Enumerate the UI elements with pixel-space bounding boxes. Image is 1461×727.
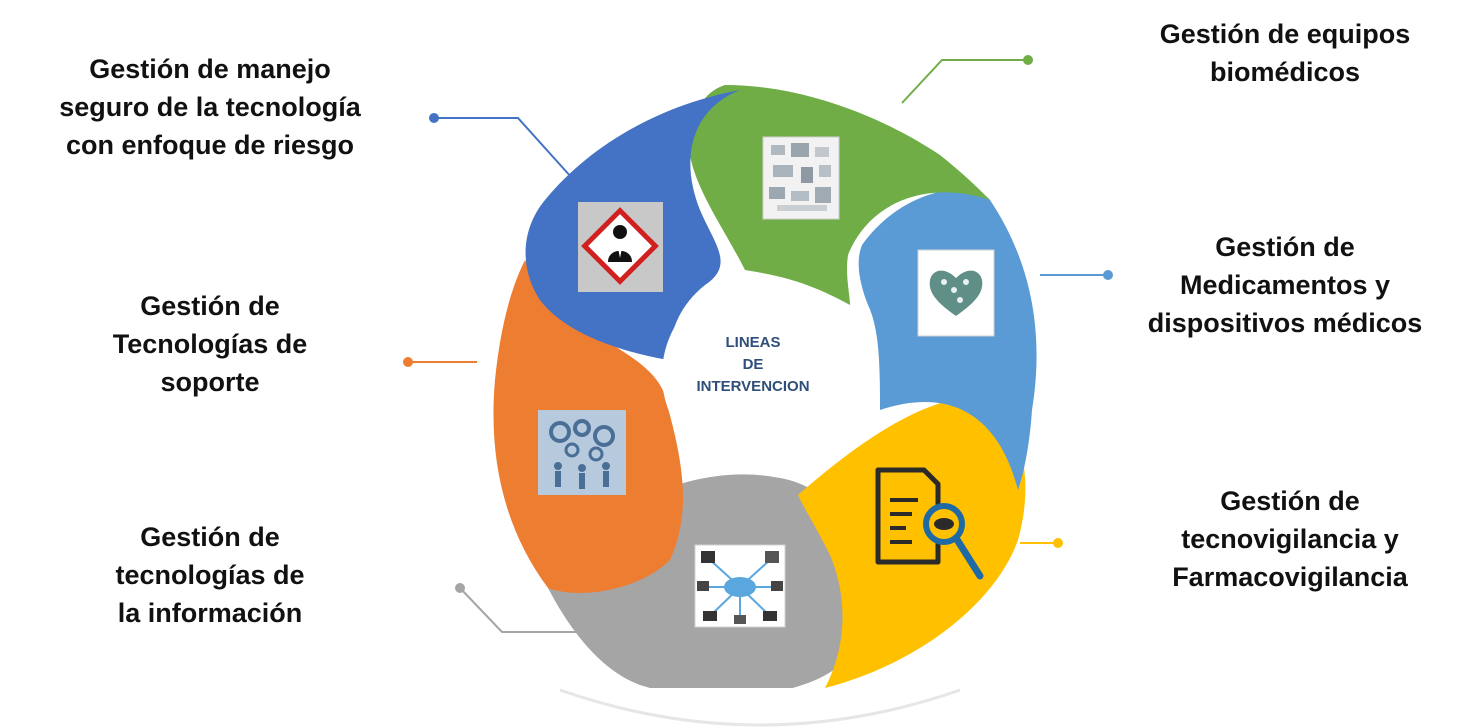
center-title: LINEAS DE INTERVENCION <box>668 332 838 398</box>
label-medicamentos: Gestión de Medicamentos y dispositivos m… <box>1110 228 1460 342</box>
connector-riesgo <box>429 113 573 179</box>
label-informacion: Gestión de tecnologías de la información <box>60 518 360 632</box>
label-soporte-line-2: Tecnologías de <box>112 329 308 359</box>
label-vigilancia-line-1: Gestión de <box>1220 486 1360 516</box>
connector-vigilancia <box>1020 538 1063 548</box>
label-equipos: Gestión de equipos biomédicos <box>1110 15 1460 91</box>
connector-soporte <box>403 357 477 367</box>
center-line-2: DE <box>742 356 764 373</box>
label-riesgo-line-2: seguro de la tecnología <box>59 92 361 122</box>
label-equipos-line-1: Gestión de equipos <box>1159 19 1411 49</box>
document-magnifier-icon <box>875 467 984 580</box>
label-soporte-line-3: soporte <box>160 367 260 397</box>
label-medicamentos-line-1: Gestión de <box>1215 232 1355 262</box>
medical-equipment-icon <box>762 136 840 220</box>
heart-collage-icon <box>917 249 995 337</box>
label-vigilancia: Gestión de tecnovigilancia y Farmacovigi… <box>1120 482 1460 596</box>
label-vigilancia-line-3: Farmacovigilancia <box>1172 562 1408 592</box>
network-icon <box>694 544 786 628</box>
connector-medicamentos <box>1040 270 1113 280</box>
label-informacion-line-3: la información <box>117 598 303 628</box>
gears-people-icon <box>538 410 626 495</box>
label-riesgo: Gestión de manejo seguro de la tecnologí… <box>20 50 400 164</box>
center-line-1: LINEAS <box>725 334 781 351</box>
watermark-arc <box>559 688 961 727</box>
center-circle <box>662 277 858 473</box>
label-informacion-line-1: Gestión de <box>140 522 280 552</box>
label-informacion-line-2: tecnologías de <box>115 560 305 590</box>
center-line-3: INTERVENCION <box>696 378 810 395</box>
label-riesgo-line-1: Gestión de manejo <box>89 54 331 84</box>
label-riesgo-line-3: con enfoque de riesgo <box>65 130 355 160</box>
label-equipos-line-2: biomédicos <box>1209 57 1361 87</box>
label-soporte-line-1: Gestión de <box>140 291 280 321</box>
label-medicamentos-line-2: Medicamentos y <box>1179 270 1391 300</box>
label-vigilancia-line-2: tecnovigilancia y <box>1181 524 1399 554</box>
label-soporte: Gestión de Tecnologías de soporte <box>60 287 360 401</box>
hazard-icon <box>578 202 663 292</box>
connector-informacion <box>455 583 585 633</box>
label-medicamentos-line-3: dispositivos médicos <box>1147 308 1423 338</box>
connector-equipos <box>901 55 1033 104</box>
